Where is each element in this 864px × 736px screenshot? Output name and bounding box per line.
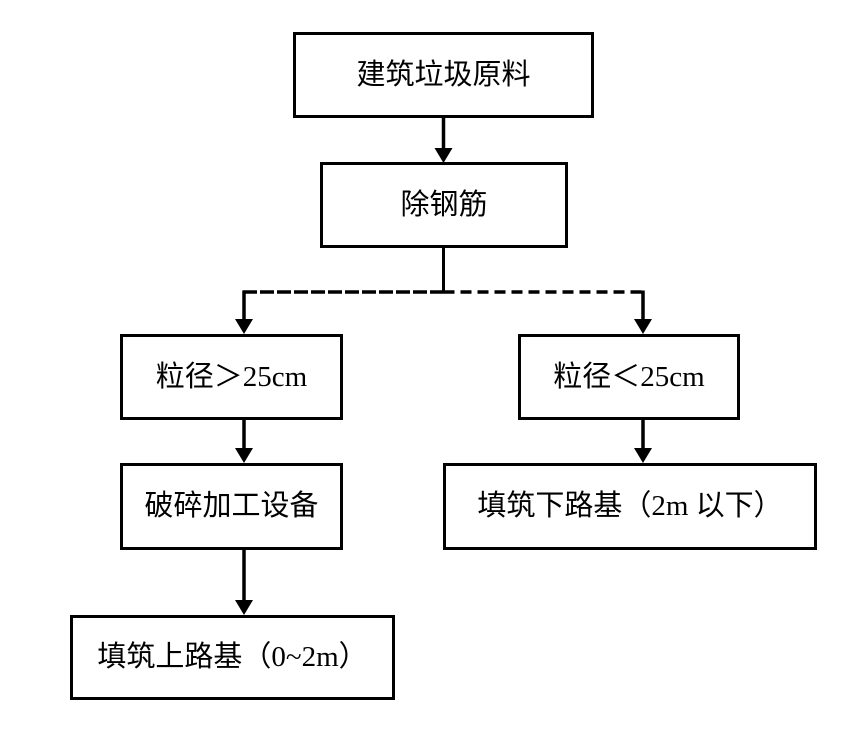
node-raw-material-label: 建筑垃圾原料 [356,58,531,91]
edge-crushing-to-upper-arrowhead [235,600,253,615]
edge-branch-to-lt25-arrowhead [634,319,652,334]
node-size-gt-25cm: 粒径＞25cm [120,334,343,420]
node-fill-lower-subgrade-label: 填筑下路基（2m 以下） [477,490,783,523]
node-size-gt-25cm-label: 粒径＞25cm [155,360,308,393]
edge-lt25-to-lower-arrowhead [634,448,652,463]
edge-raw-to-rebar-arrowhead [434,148,453,163]
edge-gt25-to-crushing-arrowhead [235,448,253,463]
node-size-lt-25cm-label: 粒径＜25cm [553,360,705,393]
node-size-lt-25cm: 粒径＜25cm [518,334,740,420]
node-fill-upper-subgrade: 填筑上路基（0~2m） [70,615,395,700]
node-crushing-equipment: 破碎加工设备 [120,463,343,550]
node-fill-upper-subgrade-label: 填筑上路基（0~2m） [97,641,368,674]
node-fill-lower-subgrade: 填筑下路基（2m 以下） [443,463,817,550]
node-remove-rebar-label: 除钢筋 [400,188,488,221]
node-raw-material: 建筑垃圾原料 [293,32,594,118]
node-remove-rebar: 除钢筋 [320,162,568,248]
node-crushing-equipment-label: 破碎加工设备 [144,490,319,523]
edge-branch-to-gt25-arrowhead [235,319,253,334]
